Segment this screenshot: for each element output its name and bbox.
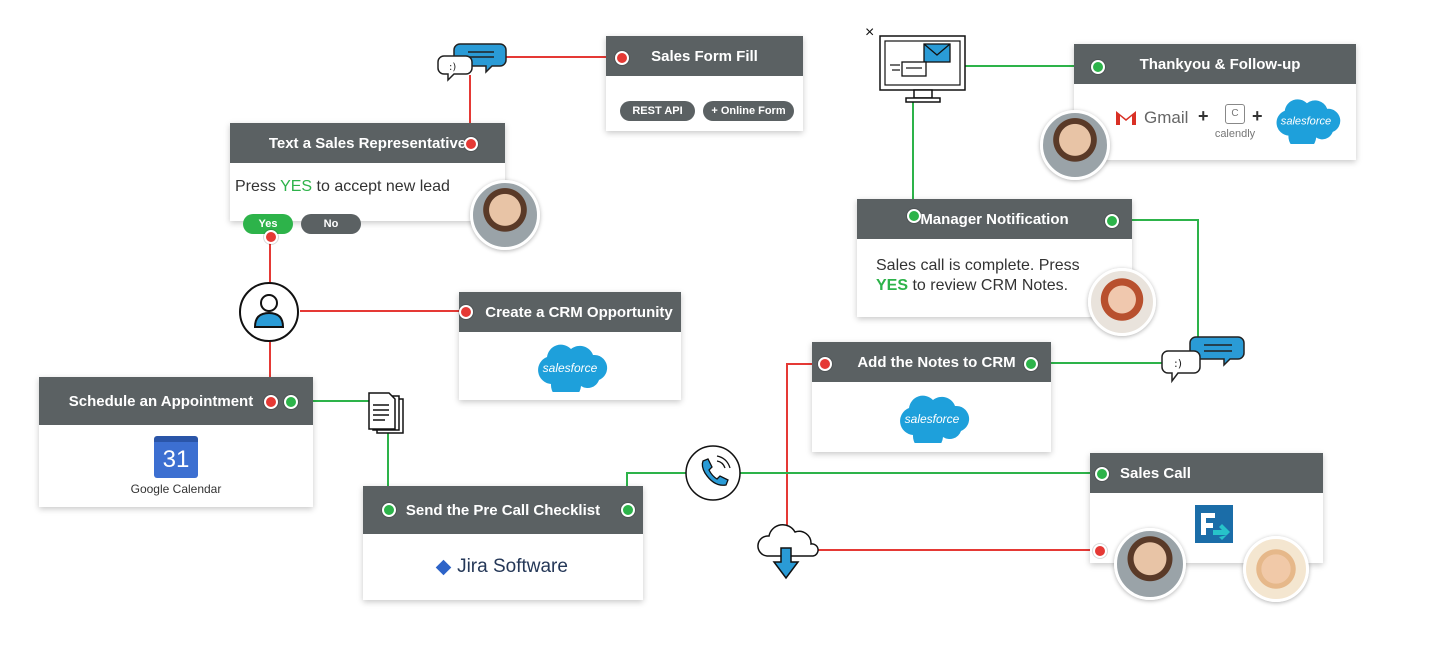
no-button[interactable]: No [301, 214, 361, 234]
connector-dot [464, 137, 478, 151]
email-monitor-icon [879, 35, 966, 103]
svg-text:salesforce: salesforce [1281, 116, 1331, 128]
plus-sign: + [1252, 106, 1263, 126]
card-title: Sales Call [1090, 453, 1323, 493]
chat-bubbles-icon: :) [437, 43, 507, 82]
sales-rep-avatar [1040, 110, 1110, 180]
sales-form-card: Sales Form Fill REST API + Online Form [606, 36, 803, 131]
add-notes-card: Add the Notes to CRM salesforce [812, 342, 1051, 452]
connector-dot [621, 503, 635, 517]
salesforce-logo: salesforce [538, 344, 608, 392]
connector-dot [1093, 544, 1107, 558]
calendly-logo: C calendly [1208, 104, 1262, 140]
sales-rep-avatar [470, 180, 540, 250]
svg-text:salesforce: salesforce [543, 361, 598, 375]
text-rep-card: Text a Sales Representative Press YES to… [230, 123, 505, 221]
connector-dot [1095, 467, 1109, 481]
connector-dot [907, 209, 921, 223]
connector-dot [818, 357, 832, 371]
documents-icon [368, 392, 404, 434]
yes-button[interactable]: Yes [243, 214, 293, 234]
manager-avatar [1088, 268, 1156, 336]
gmail-m-icon [1116, 111, 1136, 125]
online-form-pill[interactable]: + Online Form [703, 101, 794, 121]
salesforce-logo: salesforce [899, 395, 969, 443]
manager-message-line1: Sales call is complete. Press [876, 257, 1080, 274]
connector-dot [615, 51, 629, 65]
google-calendar-icon: 31 [154, 436, 198, 478]
card-title: Sales Form Fill [606, 36, 803, 76]
connector-dot [264, 230, 278, 244]
manager-message-line2: YES to review CRM Notes. [876, 277, 1069, 294]
salesforce-logo: salesforce [1276, 99, 1341, 144]
cloud-download-icon [757, 524, 819, 580]
google-calendar-label: Google Calendar [130, 482, 222, 496]
card-title: Text a Sales Representative [230, 123, 505, 163]
card-title: Send the Pre Call Checklist [363, 486, 643, 534]
sales-rep-avatar [1114, 528, 1186, 600]
connector-dot [1091, 60, 1105, 74]
accept-lead-text: Press YES to accept new lead [235, 178, 450, 195]
customer-avatar [1243, 536, 1309, 602]
svg-text::): :) [449, 62, 456, 73]
manager-notification-card: Manager Notification Sales call is compl… [857, 199, 1132, 317]
card-title: Add the Notes to CRM [812, 342, 1051, 382]
card-title: Manager Notification [857, 199, 1132, 239]
connector-dot [284, 395, 298, 409]
person-icon [239, 282, 299, 342]
card-title: Create a CRM Opportunity [459, 292, 681, 332]
svg-text::): :) [1174, 357, 1182, 370]
jira-diamond-icon [435, 559, 452, 575]
crm-opportunity-card: Create a CRM Opportunity salesforce [459, 292, 681, 400]
calendly-icon: C [1225, 104, 1245, 124]
wire-manager-to-chat [1112, 219, 1199, 345]
connector-dot [264, 395, 278, 409]
connector-dot [1105, 214, 1119, 228]
call-app-logo [1195, 505, 1233, 543]
phone-icon [685, 445, 741, 501]
card-title: Thankyou & Follow-up [1074, 44, 1356, 84]
schedule-card: Schedule an Appointment 31 Google Calend… [39, 377, 313, 507]
pre-call-card: Send the Pre Call Checklist Jira Softwar… [363, 486, 643, 600]
plus-sign: + [1198, 106, 1209, 126]
connector-dot [382, 503, 396, 517]
thankyou-card: Thankyou & Follow-up Gmail + C calendly … [1074, 44, 1356, 160]
jira-logo-text: Jira Software [457, 556, 568, 577]
gmail-logo: Gmail [1114, 108, 1188, 128]
rest-api-pill[interactable]: REST API [620, 101, 695, 121]
chat-bubbles-icon: :) [1161, 336, 1245, 384]
connector-dot [459, 305, 473, 319]
svg-text:salesforce: salesforce [904, 412, 959, 426]
close-icon[interactable]: × [865, 24, 875, 41]
connector-dot [1024, 357, 1038, 371]
